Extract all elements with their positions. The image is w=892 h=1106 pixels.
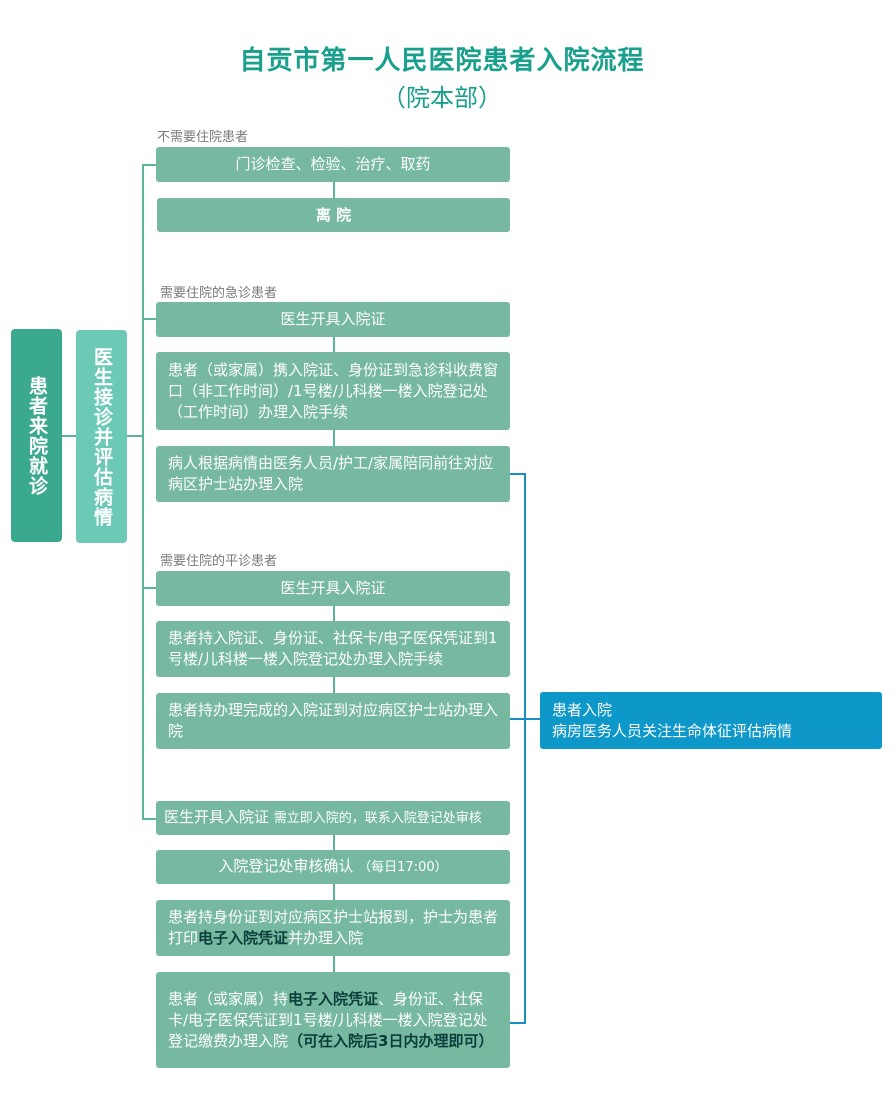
- result-admitted-box: 患者入院 病房医务人员关注生命体征评估病情: [540, 692, 882, 749]
- step-outpatient-ward: 患者持办理完成的入院证到对应病区护士站办理入院: [156, 693, 510, 749]
- connector: [333, 606, 335, 621]
- step-text: 医生开具入院证: [280, 310, 386, 328]
- result-line2: 病房医务人员关注生命体征评估病情: [552, 721, 793, 740]
- connector: [524, 473, 526, 1024]
- connector: [333, 956, 335, 972]
- step-immediate-review: 入院登记处审核确认 （每日17:00）: [156, 850, 510, 884]
- step-text: 患者（或家属）持电子入院凭证、身份证、社保卡/电子医保凭证到1号楼/儿科楼一楼入…: [168, 989, 498, 1052]
- connector: [333, 182, 335, 198]
- page-subtitle: （院本部）: [382, 84, 502, 112]
- step-text-part: 患者持身份证到对应病区护士站报到，护士为患者打印: [168, 908, 499, 947]
- connector: [510, 473, 526, 475]
- connector: [142, 164, 144, 820]
- step-note-text: 需立即入院的，联系入院登记处审核: [273, 811, 482, 826]
- step-text: 医生开具入院证 需立即入院的，联系入院登记处审核: [164, 807, 482, 829]
- step-outpatient-register: 患者持入院证、身份证、社保卡/电子医保凭证到1号楼/儿科楼一楼入院登记处办理入院…: [156, 621, 510, 677]
- doctor-assess-box: 医生接诊并评估病情: [76, 330, 127, 543]
- step-text: 医生开具入院证: [280, 579, 386, 597]
- connector: [333, 337, 335, 352]
- connector: [333, 430, 335, 446]
- patient-visit-label: 患者来院就诊: [26, 375, 48, 496]
- step-text-part: 并办理入院: [288, 929, 364, 947]
- step-outpatient-treatment: 门诊检查、检验、治疗、取药: [156, 147, 510, 182]
- step-text: 患者（或家属）携入院证、身份证到急诊科收费窗口（非工作时间）/1号楼/儿科楼一楼…: [168, 360, 499, 421]
- step-emergency-ward: 病人根据病情由医务人员/护工/家属陪同前往对应病区护士站办理入院: [156, 446, 510, 502]
- connector: [62, 435, 76, 437]
- connector: [333, 884, 335, 900]
- step-text-highlight: （可在入院后3日内办理即可）: [288, 1031, 494, 1050]
- connector: [142, 587, 156, 589]
- connector: [333, 835, 335, 850]
- step-text: 患者持办理完成的入院证到对应病区护士站办理入院: [168, 701, 499, 740]
- connector: [142, 164, 156, 166]
- step-emergency-register: 患者（或家属）携入院证、身份证到急诊科收费窗口（非工作时间）/1号楼/儿科楼一楼…: [156, 352, 510, 430]
- step-outpatient-certificate: 医生开具入院证: [156, 571, 510, 606]
- step-text-highlight: 电子入院凭证: [288, 989, 379, 1008]
- step-text: 患者持身份证到对应病区护士站报到，护士为患者打印电子入院凭证并办理入院: [168, 907, 498, 949]
- connector: [142, 318, 156, 320]
- step-text: 患者持入院证、身份证、社保卡/电子医保凭证到1号楼/儿科楼一楼入院登记处办理入院…: [168, 629, 498, 668]
- step-note-text: （每日17:00）: [358, 860, 448, 875]
- group-label-outpatient: 需要住院的平诊患者: [160, 554, 278, 569]
- step-text-part: 患者（或家属）持: [168, 989, 289, 1008]
- result-line1: 患者入院: [552, 700, 613, 719]
- step-text-part: 、身份证、社保卡/电子医保凭证到1号楼/儿科楼一楼入院登记处登记缴费办理入院: [168, 989, 488, 1050]
- step-main-text: 入院登记处审核确认: [218, 857, 354, 875]
- group-label-emergency: 需要住院的急诊患者: [160, 286, 278, 301]
- step-text: 病人根据病情由医务人员/护工/家属陪同前往对应病区护士站办理入院: [168, 454, 494, 493]
- connector: [127, 435, 143, 437]
- step-immediate-certificate: 医生开具入院证 需立即入院的，联系入院登记处审核: [156, 801, 510, 835]
- step-main-text: 医生开具入院证: [164, 808, 270, 826]
- step-text: 离 院: [315, 205, 352, 224]
- step-emergency-certificate: 医生开具入院证: [156, 302, 510, 337]
- step-text: 门诊检查、检验、治疗、取药: [235, 155, 431, 173]
- step-immediate-payment: 患者（或家属）持电子入院凭证、身份证、社保卡/电子医保凭证到1号楼/儿科楼一楼入…: [156, 972, 510, 1068]
- step-text: 入院登记处审核确认 （每日17:00）: [218, 856, 447, 878]
- step-immediate-report: 患者持身份证到对应病区护士站报到，护士为患者打印电子入院凭证并办理入院: [156, 900, 510, 956]
- connector: [333, 677, 335, 693]
- step-text-highlight: 电子入院凭证: [198, 929, 289, 947]
- doctor-assess-label: 医生接诊并评估病情: [91, 346, 113, 527]
- connector: [510, 1022, 526, 1024]
- connector: [142, 818, 156, 820]
- group-label-no-admission: 不需要住院患者: [157, 130, 249, 145]
- page-title: 自贡市第一人民医院患者入院流程: [239, 46, 645, 76]
- patient-visit-box: 患者来院就诊: [11, 329, 62, 542]
- step-leave-hospital: 离 院: [157, 198, 510, 232]
